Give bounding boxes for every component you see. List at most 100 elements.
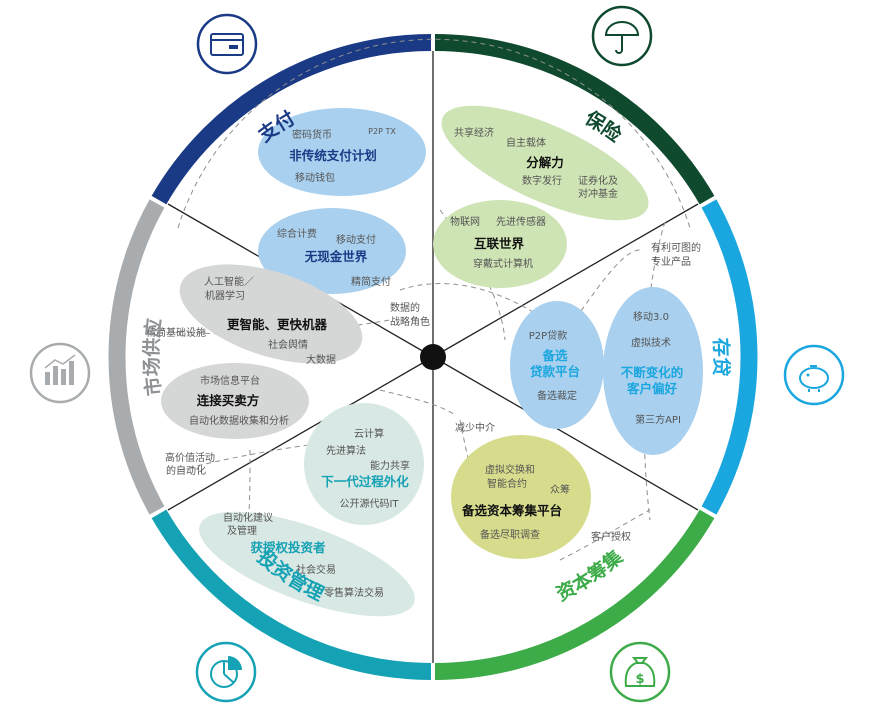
- label-profit-1: 有利可图的: [651, 241, 701, 254]
- item-social-trading: 社会交易: [296, 563, 336, 576]
- item-social-sentiment: 社会舆情: [268, 338, 308, 351]
- title-alt-lending-1: 备选: [541, 348, 568, 363]
- cluster-customer-prefs: 移动3.0 虚拟技术 不断变化的 客户偏好 第三方API: [621, 310, 684, 426]
- center-hub: [420, 344, 446, 370]
- item-p2p-lending: P2P贷款: [529, 329, 567, 342]
- spokes: [167, 51, 699, 663]
- sector-label-capital: 资本筹集: [552, 545, 627, 606]
- title-smarter-machines: 更智能、更快机器: [227, 317, 328, 332]
- bubble-connecting-parties: [161, 363, 309, 439]
- ring-segment-market: [108, 199, 165, 515]
- cluster-connected-world: 物联网 先进传感器 互联世界 穿戴式计算机: [450, 215, 546, 270]
- ring-segment-investment: [151, 509, 432, 680]
- cluster-non-traditional-payment: 密码货币 P2P TX 非传统支付计划 移动钱包: [289, 127, 396, 184]
- money-bag-icon: $: [609, 641, 671, 703]
- label-data-role-2: 战略角色: [390, 315, 430, 328]
- title-customer-prefs-1: 不断变化的: [621, 365, 684, 380]
- cluster-unbundling: 共享经济 自主载体 分解力 数字发行 证券化及 对冲基金: [454, 126, 618, 200]
- title-non-traditional-payment: 非传统支付计划: [289, 148, 377, 163]
- pie-chart-icon: [195, 641, 257, 703]
- ring-segment-payment: [151, 34, 432, 205]
- connector-labels: 数据的 战略角色 精简基础设施 有利可图的 专业产品 减少中介 客户授权 高价值…: [146, 241, 701, 543]
- item-digital-issuance: 数字发行: [522, 174, 562, 187]
- item-securitization: 证券化及: [578, 174, 618, 187]
- bubble-alt-capital: [451, 435, 591, 559]
- ring-segment-capital: [434, 509, 715, 680]
- label-high-value-2: 的自动化: [166, 464, 206, 477]
- item-ai: 人工智能／: [204, 275, 254, 288]
- title-unbundling: 分解力: [526, 155, 564, 170]
- item-open-source: 公开源代码IT: [339, 497, 399, 510]
- item-hedge-fund: 对冲基金: [578, 187, 618, 200]
- label-reduce-intermediary: 减少中介: [455, 421, 495, 434]
- item-wearables: 穿戴式计算机: [473, 257, 533, 270]
- bubble-customer-prefs: [603, 287, 703, 455]
- bubble-alt-lending: [510, 301, 604, 429]
- item-crowdfunding: 众筹: [550, 483, 570, 496]
- item-virtual-exchange: 虚拟交换和: [485, 463, 535, 476]
- item-iot: 物联网: [450, 215, 480, 228]
- item-alt-due-diligence: 备选尽职调查: [480, 528, 540, 541]
- label-high-value-1: 高价值活动: [165, 451, 215, 464]
- label-data-role-1: 数据的: [390, 301, 420, 314]
- ring-segment-deposit: [701, 199, 758, 515]
- ring-segment-insurance: [434, 34, 715, 205]
- item-cloud: 云计算: [354, 427, 384, 440]
- item-third-party-api: 第三方API: [635, 413, 681, 426]
- title-cashless-world: 无现金世界: [304, 249, 368, 264]
- item-auto-data-collection: 自动化数据收集和分析: [189, 414, 289, 427]
- bubble-non-traditional-payment: [258, 108, 426, 196]
- bubble-smarter-machines: [179, 264, 363, 364]
- label-lean-infra: 精简基础设施: [146, 326, 206, 339]
- item-smart-contracts: 智能合约: [487, 477, 527, 490]
- bar-chart-icon: [29, 342, 91, 404]
- item-mobile-payment: 移动支付: [336, 233, 376, 246]
- cluster-alt-capital: 虚拟交换和 智能合约 众筹 备选资本筹集平台 备选尽职调查: [461, 463, 570, 541]
- item-market-platform: 市场信息平台: [200, 374, 260, 387]
- cluster-empowered-investors: 自动化建议 及管理 获授权投资者 社会交易 零售算法交易: [223, 511, 384, 599]
- item-mobile-wallet: 移动钱包: [295, 171, 335, 184]
- bubble-empowered-investors: [199, 511, 415, 617]
- item-robo-advice: 自动化建议: [223, 511, 273, 524]
- item-p2p-tx: P2P TX: [368, 127, 396, 136]
- title-alt-capital: 备选资本筹集平台: [461, 503, 562, 518]
- item-big-data: 大数据: [306, 353, 336, 366]
- item-lean-payment: 精简支付: [351, 275, 391, 288]
- title-empowered-investors: 获授权投资者: [250, 540, 326, 555]
- label-profit-2: 专业产品: [651, 255, 691, 268]
- title-customer-prefs-2: 客户偏好: [626, 381, 678, 396]
- bubble-unbundling: [441, 105, 649, 221]
- cluster-alt-lending: P2P贷款 备选 贷款平台 备选裁定: [529, 329, 580, 402]
- cluster-process-ext: 云计算 先进算法 能力共享 下一代过程外化 公开源代码IT: [321, 427, 410, 510]
- item-machine-learning: 机器学习: [205, 289, 245, 302]
- title-process-ext: 下一代过程外化: [321, 474, 409, 489]
- item-mobile-3: 移动3.0: [633, 310, 669, 323]
- cluster-smarter-machines: 人工智能／ 机器学习 更智能、更快机器 社会舆情 大数据: [204, 275, 336, 366]
- item-virtual-tech: 虚拟技术: [631, 336, 671, 349]
- bubbles: [161, 105, 703, 617]
- bubble-process-ext: [304, 403, 424, 525]
- cluster-cashless-world: 综合计费 移动支付 无现金世界 精简支付: [277, 227, 391, 288]
- sector-label-market: 市场供应: [140, 317, 166, 397]
- credit-card-icon: [196, 13, 258, 75]
- sector-label-deposit: 存贷: [709, 337, 733, 376]
- bubble-connected-world: [433, 200, 567, 288]
- svg-text:$: $: [635, 672, 644, 687]
- umbrella-icon: [591, 5, 653, 67]
- item-autonomous-vehicle: 自主载体: [506, 136, 546, 149]
- bubble-cashless-world: [258, 208, 406, 294]
- title-connected-world: 互联世界: [474, 236, 525, 251]
- title-connecting-parties: 连接买卖方: [197, 393, 260, 408]
- title-alt-lending-2: 贷款平台: [530, 364, 580, 379]
- cluster-connecting-parties: 市场信息平台 连接买卖方 自动化数据收集和分析: [189, 374, 289, 427]
- item-management: 及管理: [227, 524, 257, 537]
- item-sharing-economy: 共享经济: [454, 126, 494, 139]
- item-alt-adjudication: 备选裁定: [537, 389, 577, 402]
- item-crypto: 密码货币: [292, 128, 332, 141]
- piggy-bank-icon: [783, 344, 845, 406]
- item-integrated-billing: 综合计费: [277, 227, 317, 240]
- outer-ring: [108, 34, 758, 680]
- item-capability-sharing: 能力共享: [370, 459, 410, 472]
- item-retail-algo-trading: 零售算法交易: [324, 586, 384, 599]
